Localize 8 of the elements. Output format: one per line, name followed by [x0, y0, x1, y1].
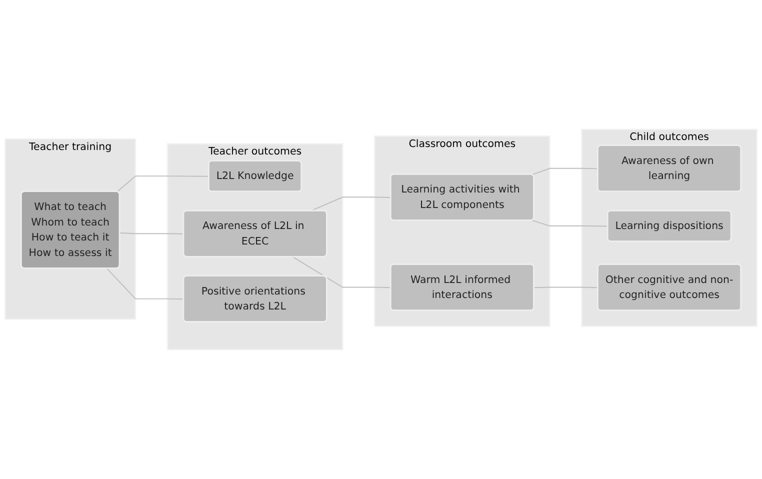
- connector: [119, 232, 184, 234]
- connector: [116, 176, 210, 192]
- connector: [292, 256, 392, 288]
- connector: [532, 168, 598, 176]
- connector: [534, 286, 598, 288]
- connector: [106, 268, 184, 300]
- connector: [310, 196, 392, 212]
- connector: [532, 220, 608, 227]
